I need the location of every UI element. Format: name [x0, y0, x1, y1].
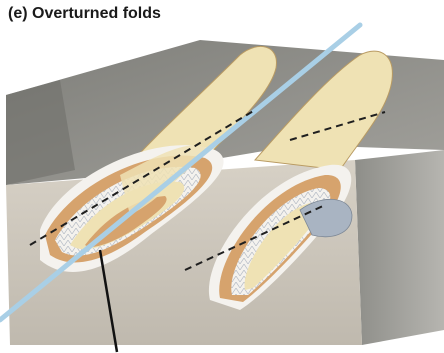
block-right-face: [355, 150, 444, 345]
